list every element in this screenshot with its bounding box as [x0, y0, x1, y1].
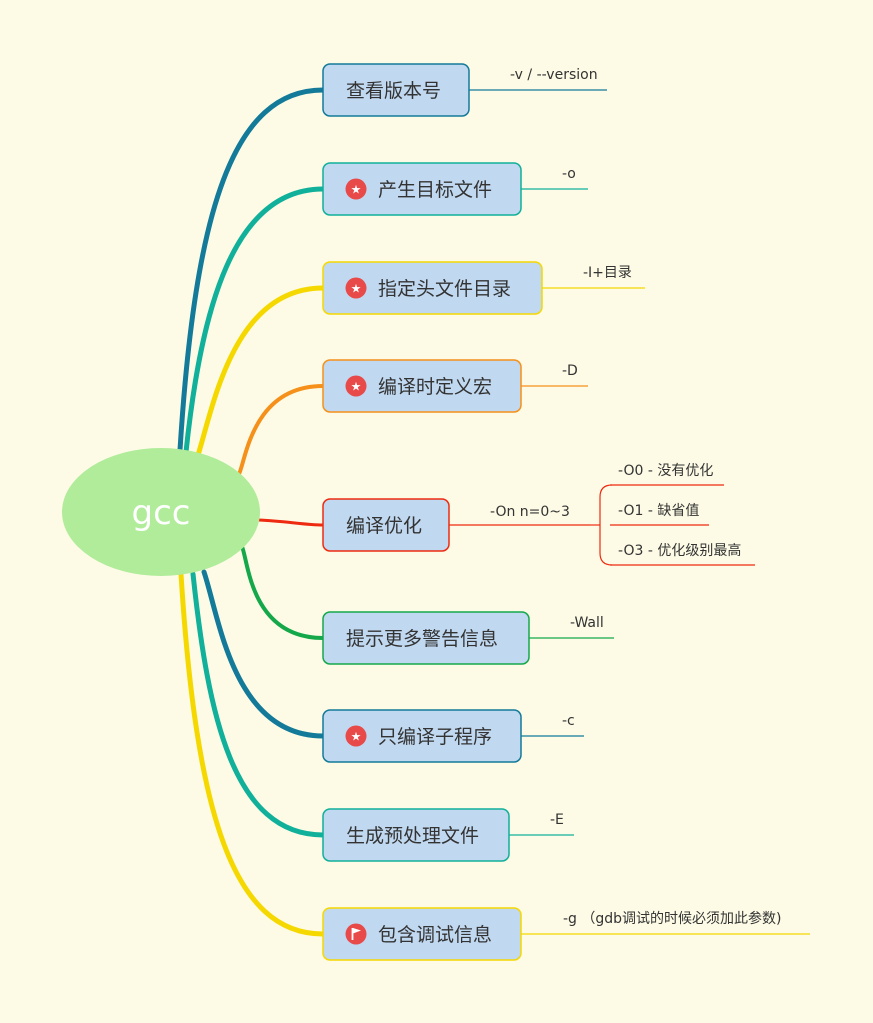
branch-node[interactable]: 提示更多警告信息: [322, 611, 530, 665]
root-label: gcc: [132, 493, 191, 533]
option-label: -Wall: [570, 615, 604, 631]
option-label: -D: [562, 363, 578, 379]
branch-node-label: 产生目标文件: [378, 179, 492, 201]
branch-node[interactable]: ★ 编译时定义宏: [322, 359, 522, 413]
option-label: -I+目录: [583, 265, 632, 281]
branch-node[interactable]: 查看版本号: [322, 63, 470, 117]
branch-node[interactable]: 包含调试信息: [322, 907, 522, 961]
branch-connector: [256, 518, 325, 527]
branch-connector: [195, 285, 326, 458]
flag-icon: [345, 923, 367, 945]
branch-connector: [230, 384, 325, 479]
branch-node-label: 编译优化: [346, 515, 422, 537]
branch-node-box[interactable]: [322, 709, 522, 763]
option-label: -g （gdb调试的时候必须加此参数): [563, 910, 782, 927]
branch-connector: [183, 186, 326, 455]
sub-option-label: -O0 - 没有优化: [618, 463, 713, 479]
branch-node[interactable]: ★ 指定头文件目录: [322, 261, 543, 315]
star-icon: ★: [345, 178, 367, 200]
branch-node-label: 提示更多警告信息: [346, 628, 498, 650]
star-icon: ★: [345, 375, 367, 397]
svg-text:★: ★: [351, 380, 362, 394]
root-ellipse[interactable]: [62, 448, 260, 576]
branch-node-label: 只编译子程序: [378, 726, 492, 748]
option-label: -o: [562, 166, 576, 182]
option-label: -c: [562, 713, 575, 729]
svg-text:★: ★: [351, 183, 362, 197]
branch-node-label: 编译时定义宏: [378, 376, 492, 398]
branch-node-box[interactable]: [322, 162, 522, 216]
svg-text:★: ★: [351, 282, 362, 296]
branch-node[interactable]: ★ 产生目标文件: [322, 162, 522, 216]
root-node[interactable]: gcc: [62, 448, 260, 576]
branch-node-box[interactable]: [322, 611, 530, 665]
branch-connector: [178, 571, 326, 937]
option-label: -v / --version: [510, 67, 598, 83]
branch-node-label: 生成预处理文件: [346, 825, 479, 847]
branch-connector: [201, 569, 326, 739]
branch-node-box[interactable]: [322, 498, 450, 552]
branch-node-box[interactable]: [322, 63, 470, 117]
branch-connector: [234, 542, 325, 640]
option-label: -E: [550, 812, 564, 828]
sub-option-label: -O1 - 缺省值: [618, 503, 699, 519]
branch-node-box[interactable]: [322, 907, 522, 961]
branch-node[interactable]: ★ 只编译子程序: [322, 709, 522, 763]
branch-node-box[interactable]: [322, 261, 543, 315]
branch-node[interactable]: 编译优化: [322, 498, 450, 552]
branch-node-label: 查看版本号: [346, 80, 441, 102]
branch-connectors: [177, 87, 810, 937]
star-icon: ★: [345, 725, 367, 747]
branch-node-label: 包含调试信息: [378, 924, 492, 946]
branch-connector: [190, 571, 326, 838]
branch-node-box[interactable]: [322, 808, 510, 862]
svg-text:★: ★: [351, 730, 362, 744]
sub-option-label: -O3 - 优化级别最高: [618, 542, 741, 559]
star-icon: ★: [345, 277, 367, 299]
branch-node-box[interactable]: [322, 359, 522, 413]
branch-connector: [177, 87, 326, 453]
branch-node[interactable]: 生成预处理文件: [322, 808, 510, 862]
branch-nodes: 查看版本号 -v / --version ★ 产生目标文件 -o ★ 指定头文件目录 -I+目…: [322, 63, 782, 961]
branch-node-label: 指定头文件目录: [378, 278, 511, 300]
option-label: -On n=0~3: [490, 504, 570, 520]
